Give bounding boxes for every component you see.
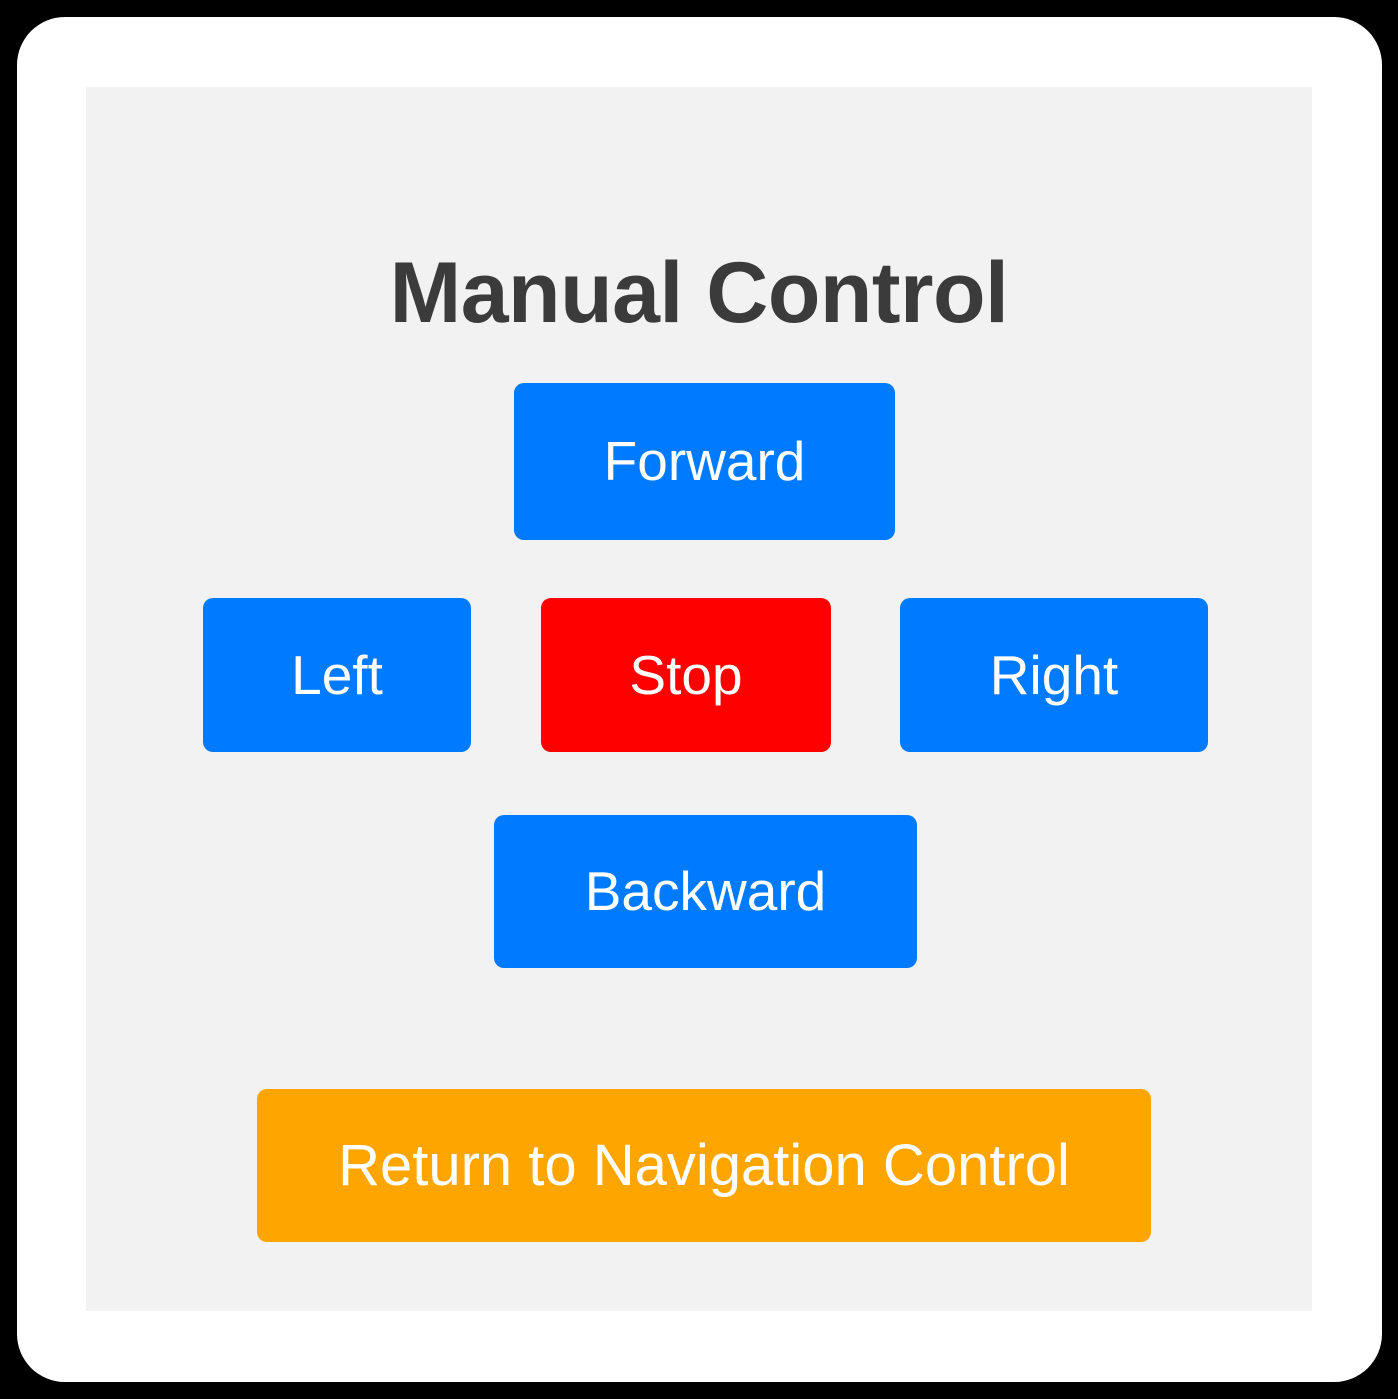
page-title: Manual Control — [389, 244, 1009, 341]
forward-button[interactable]: Forward — [514, 383, 895, 540]
left-button[interactable]: Left — [203, 598, 471, 752]
backward-button[interactable]: Backward — [494, 815, 917, 968]
device-card: Manual Control Forward Left Stop Right B… — [17, 17, 1382, 1382]
right-button[interactable]: Right — [900, 598, 1208, 752]
return-to-navigation-control-button[interactable]: Return to Navigation Control — [257, 1089, 1151, 1242]
stop-button[interactable]: Stop — [541, 598, 831, 752]
manual-control-panel: Manual Control Forward Left Stop Right B… — [86, 87, 1312, 1311]
